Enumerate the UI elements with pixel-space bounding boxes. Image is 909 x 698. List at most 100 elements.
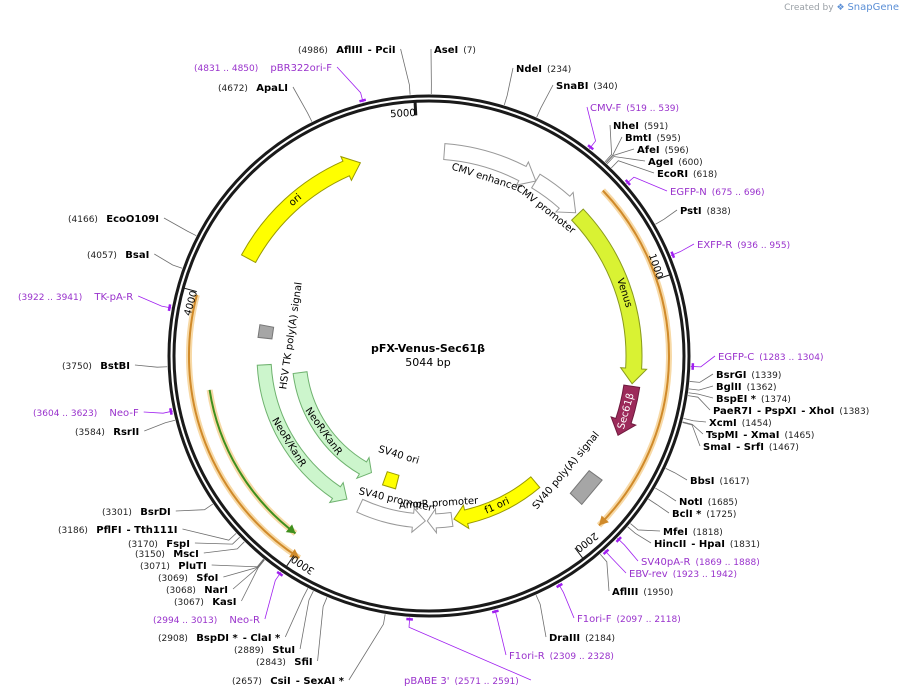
site-label-snabi[interactable]: SnaBI(340) <box>556 81 618 92</box>
site-label-sfoi[interactable]: (3069)SfoI <box>158 573 218 584</box>
leader-line <box>604 550 627 574</box>
site-label-part: (1362) <box>747 383 777 393</box>
site-label-ecori[interactable]: EcoRI(618) <box>657 169 717 180</box>
site-label-f1ori-r[interactable]: F1ori-R(2309 .. 2328) <box>509 651 614 662</box>
site-label-part: (3922 .. 3941) <box>18 293 82 303</box>
site-label-bstbi[interactable]: (3750)BstBI <box>62 361 130 372</box>
site-label-part: TspMI <box>706 430 738 441</box>
site-label-part: (234) <box>547 65 571 75</box>
site-label-part: (3301) <box>102 508 132 518</box>
site-label-egfp-c[interactable]: EGFP-C(1283 .. 1304) <box>718 352 824 363</box>
site-label-sfii[interactable]: (2843)SfiI <box>256 657 313 668</box>
feature-ori[interactable]: ori <box>240 155 362 264</box>
site-label-part: MscI <box>173 549 199 560</box>
feature-sec61b[interactable]: Sec61β <box>610 384 641 437</box>
site-label-bglii[interactable]: BglII(1362) <box>716 382 777 393</box>
site-label-neo-r[interactable]: (2994 .. 3013)Neo-R <box>153 615 260 626</box>
site-label-msci[interactable]: (3150)MscI <box>135 549 199 560</box>
site-label-bsrgi[interactable]: BsrGI(1339) <box>716 370 781 381</box>
feature-sv40-ori[interactable]: SV40 ori <box>377 444 420 490</box>
tick-label: 5000 <box>390 108 416 120</box>
feature-sv40-polya[interactable]: SV40 poly(A) signal <box>531 430 603 512</box>
site-label-smai[interactable]: SmaI- SrfI(1467) <box>703 442 799 453</box>
primer-site-mark <box>491 609 499 614</box>
site-label-part: (2571 .. 2591) <box>455 677 519 687</box>
site-label-asei[interactable]: AseI(7) <box>434 45 476 56</box>
site-label-eco0109i[interactable]: (4166)EcoO109I <box>68 214 159 225</box>
site-label-nhei[interactable]: NheI(591) <box>613 121 668 132</box>
primer-site-mark <box>670 251 676 259</box>
leader-line <box>292 86 313 122</box>
site-label-kasi[interactable]: (3067)KasI <box>174 597 236 608</box>
site-label-noti[interactable]: NotI(1685) <box>679 497 738 508</box>
site-label-apali[interactable]: (4672)ApaLI <box>218 83 288 94</box>
site-label-bsrdi[interactable]: (3301)BsrDI <box>102 507 171 518</box>
leader-line <box>626 176 668 192</box>
site-label-nari[interactable]: (3068)NarI <box>166 585 228 596</box>
site-label-part: - PspXI <box>757 406 796 417</box>
leader-line <box>687 395 711 411</box>
site-label-part: - ClaI * <box>243 633 281 644</box>
site-label-bcli[interactable]: BclI *(1725) <box>672 509 736 520</box>
site-label-psti[interactable]: PstI(838) <box>680 206 731 217</box>
site-label-tk-pa-r[interactable]: (3922 .. 3941)TK-pA-R <box>18 292 133 303</box>
primer-site-mark <box>359 98 367 103</box>
site-label-ndei[interactable]: NdeI(234) <box>516 64 571 75</box>
site-label-egfp-n[interactable]: EGFP-N(675 .. 696) <box>670 187 765 198</box>
site-label-afliii-pcii[interactable]: (4986)AflIII- PciI <box>298 45 396 56</box>
site-label-xcmi[interactable]: XcmI(1454) <box>709 418 772 429</box>
site-label-stui[interactable]: (2889)StuI <box>234 645 295 656</box>
site-label-part: - SexAI * <box>296 676 345 687</box>
site-label-part: - XhoI <box>801 406 834 417</box>
feature-label: SV40 poly(A) signal <box>531 430 602 512</box>
site-label-fspi[interactable]: (3170)FspI <box>128 539 190 550</box>
site-label-paer7i[interactable]: PaeR7I- PspXI- XhoI(1383) <box>713 406 869 417</box>
site-label-afliii-2[interactable]: AflIII(1950) <box>612 587 673 598</box>
site-label-ebv-rev[interactable]: EBV-rev(1923 .. 1942) <box>629 569 737 580</box>
site-label-hincii-hpai[interactable]: HincII- HpaI(1831) <box>654 539 760 550</box>
site-label-cmv-f[interactable]: CMV-F(519 .. 539) <box>590 103 679 114</box>
site-label-pflfi[interactable]: (3186)PflFI- Tth111I <box>58 525 177 536</box>
site-label-bmti[interactable]: BmtI(595) <box>625 133 681 144</box>
leader-line <box>586 106 596 150</box>
feature-shape <box>570 208 648 385</box>
site-label-part: (3750) <box>62 362 92 372</box>
site-label-bbsi[interactable]: BbsI(1617) <box>690 476 749 487</box>
feature-sv40-promoter[interactable]: SV40 promoter <box>356 486 435 534</box>
site-label-bspei[interactable]: BspEI *(1374) <box>716 394 791 405</box>
site-label-sv40pa-r[interactable]: SV40pA-R(1869 .. 1888) <box>641 557 760 568</box>
site-label-part: EcoO109I <box>106 214 159 225</box>
primer-arcs-layer <box>185 188 672 561</box>
site-label-neo-f[interactable]: (3604 .. 3623)Neo-F <box>33 408 139 419</box>
site-label-part: BbsI <box>690 476 714 487</box>
site-label-bsai[interactable]: (4057)BsaI <box>87 250 149 261</box>
site-label-rsrii[interactable]: (3584)RsrII <box>75 427 139 438</box>
site-label-part: (3068) <box>166 586 196 596</box>
site-label-part: (1869 .. 1888) <box>695 558 759 568</box>
site-label-pbabe-3[interactable]: pBABE 3'(2571 .. 2591) <box>404 676 519 687</box>
site-label-draiii[interactable]: DraIII(2184) <box>549 633 615 644</box>
watermark-brand: SnapGene <box>847 2 899 13</box>
primer-arc-arrowhead <box>289 548 300 558</box>
site-label-br322ori-f[interactable]: (4831 .. 4850)pBR322ori-F <box>194 63 332 74</box>
site-label-exfp-r[interactable]: EXFP-R(936 .. 955) <box>697 240 790 251</box>
leader-line <box>682 422 701 447</box>
site-label-csii-sexai[interactable]: (2657)CsiI- SexAI * <box>232 676 345 687</box>
site-label-part: (3584) <box>75 428 105 438</box>
site-label-pluti[interactable]: (3071)PluTI <box>140 561 207 572</box>
site-label-f1ori-f[interactable]: F1ori-F(2097 .. 2118) <box>577 614 681 625</box>
site-label-part: (1374) <box>761 395 791 405</box>
site-label-agei[interactable]: AgeI(600) <box>648 157 703 168</box>
site-label-part: SfiI <box>294 657 312 668</box>
feature-ampr-promoter[interactable]: AmpR promoter <box>399 496 480 535</box>
feature-venus[interactable]: Venus <box>570 208 648 385</box>
leader-line <box>284 588 309 638</box>
backbone-outer-ring <box>167 94 691 618</box>
leader-line <box>558 583 575 619</box>
site-label-bspdi-clai[interactable]: (2908)BspDI *- ClaI * <box>158 633 281 644</box>
site-label-afei[interactable]: AfeI(596) <box>637 145 689 156</box>
site-label-part: BsaI <box>125 250 149 261</box>
site-label-mfei[interactable]: MfeI(1818) <box>663 527 723 538</box>
leader-line <box>655 487 677 502</box>
site-label-tspmi[interactable]: TspMI- XmaI(1465) <box>706 430 814 441</box>
